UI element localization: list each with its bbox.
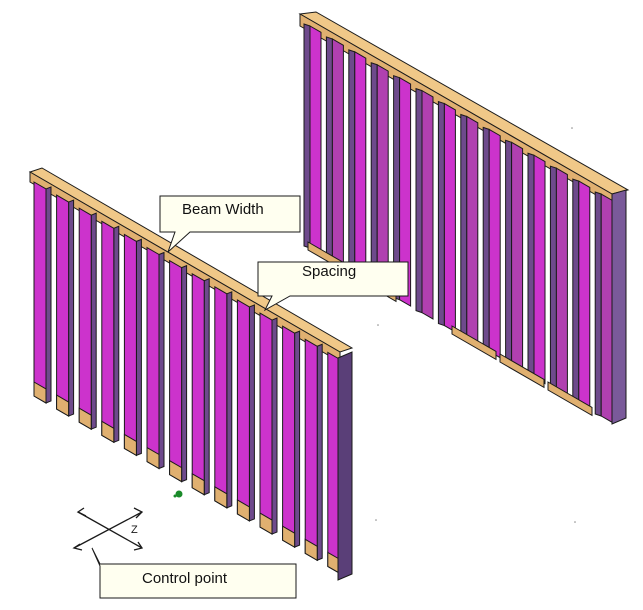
right-wall-stud (466, 115, 479, 346)
right-wall-stud-side (303, 23, 311, 249)
axis-arrow-4 (133, 541, 144, 551)
callout-beam-width: Beam Width (159, 195, 301, 253)
left-wall-stud-side (226, 291, 233, 509)
left-wall-stud-side (45, 186, 52, 404)
left-wall-stud (146, 246, 160, 470)
right-wall-stud-side (572, 178, 580, 404)
axis-x-line (77, 511, 143, 549)
right-wall-stud (376, 63, 389, 294)
right-wall-stud-side (348, 49, 356, 275)
left-wall-stud-foot (56, 394, 70, 417)
left-wall-stud-side (294, 330, 301, 548)
left-wall-stud-side (203, 277, 210, 496)
left-wall-stud-side (248, 304, 255, 522)
callout-beam-width-label: Beam Width (182, 201, 264, 218)
left-wall-stud-foot (123, 433, 137, 457)
right-wall-stud-side (460, 113, 468, 340)
left-wall-stud-foot (236, 499, 250, 522)
right-wall-stud-side (415, 87, 423, 314)
callout-spacing: Spacing (257, 261, 409, 312)
left-wall-stud (282, 325, 296, 549)
left-wall-stud (236, 299, 250, 522)
left-wall-stud (259, 312, 273, 535)
right-wall-stud (555, 167, 568, 398)
left-wall-stud-foot (33, 381, 47, 404)
left-wall-stud-foot (282, 525, 296, 549)
axis-arrow-1 (133, 507, 144, 519)
left-wall-stud (123, 233, 137, 457)
right-wall (298, 11, 630, 425)
right-wall-stud (354, 50, 367, 282)
left-wall-stud-foot (259, 512, 273, 535)
right-wall-stud (443, 102, 456, 333)
right-wall-stud-side (482, 126, 490, 353)
right-wall-bottom-plate (451, 325, 497, 361)
right-wall-stud-side (505, 139, 513, 366)
left-wall-stud (169, 259, 183, 483)
left-wall-stud-foot (101, 420, 115, 444)
axis-arrow-2 (76, 507, 87, 517)
left-wall-stud-side (271, 317, 278, 535)
axis-z-label: Z (131, 524, 138, 536)
right-wall-stud-side (437, 100, 445, 327)
right-wall-stud-side (594, 191, 602, 417)
left-wall-stud (78, 207, 92, 431)
right-wall-stud (600, 193, 613, 424)
left-wall-stud (304, 338, 318, 562)
right-wall-stud (511, 141, 524, 372)
left-wall-studs (33, 181, 346, 575)
left-wall-stud-side (316, 343, 323, 561)
left-wall-stud-side (135, 238, 142, 457)
left-wall-stud-foot (78, 407, 92, 431)
left-wall-stud-foot (214, 485, 228, 509)
left-wall-end-post (337, 351, 353, 581)
left-wall-stud (191, 272, 205, 496)
left-wall-stud-foot (191, 472, 205, 496)
right-wall-stud-side (549, 165, 557, 391)
left-wall-stud-foot (146, 446, 160, 470)
axis-arrow-3 (72, 543, 83, 551)
right-wall-stud (399, 76, 412, 307)
left-wall-stud-side (68, 199, 75, 417)
right-wall-stud (533, 154, 546, 385)
right-wall-stud (488, 128, 501, 359)
callout-spacing-label: Spacing (302, 263, 356, 280)
right-wall-bottom-plate (499, 353, 545, 389)
axis-y-line (73, 511, 143, 549)
left-wall-stud (101, 220, 115, 444)
right-wall-studs (303, 23, 613, 424)
reference-dots (375, 127, 576, 523)
callout-control-point-label: Control point (142, 570, 228, 587)
right-wall-stud-side (325, 36, 333, 262)
left-wall-stud-side (113, 225, 120, 444)
left-wall-stud (33, 181, 47, 404)
control-point-marker[interactable] (175, 490, 183, 498)
right-wall-stud (578, 180, 591, 411)
left-wall-stud-side (181, 264, 188, 483)
left-wall-stud-foot (304, 538, 318, 562)
right-wall-end-post (611, 189, 627, 425)
left-wall-stud (56, 194, 70, 417)
right-wall-stud (331, 38, 344, 269)
right-wall-stud (309, 25, 322, 256)
left-wall-stud (214, 285, 228, 509)
left-wall-stud-foot (169, 459, 183, 483)
control-point-marker-dot (173, 494, 177, 498)
left-wall-stud-side (90, 212, 97, 430)
right-wall-bottom-plate (547, 381, 593, 417)
axis-glyph (72, 507, 144, 551)
left-wall-stud-side (158, 251, 165, 470)
right-wall-stud-side (527, 152, 535, 378)
right-wall-stud (421, 89, 434, 320)
right-wall-stud-side (370, 62, 378, 288)
callout-control-point: Control point (91, 547, 297, 599)
